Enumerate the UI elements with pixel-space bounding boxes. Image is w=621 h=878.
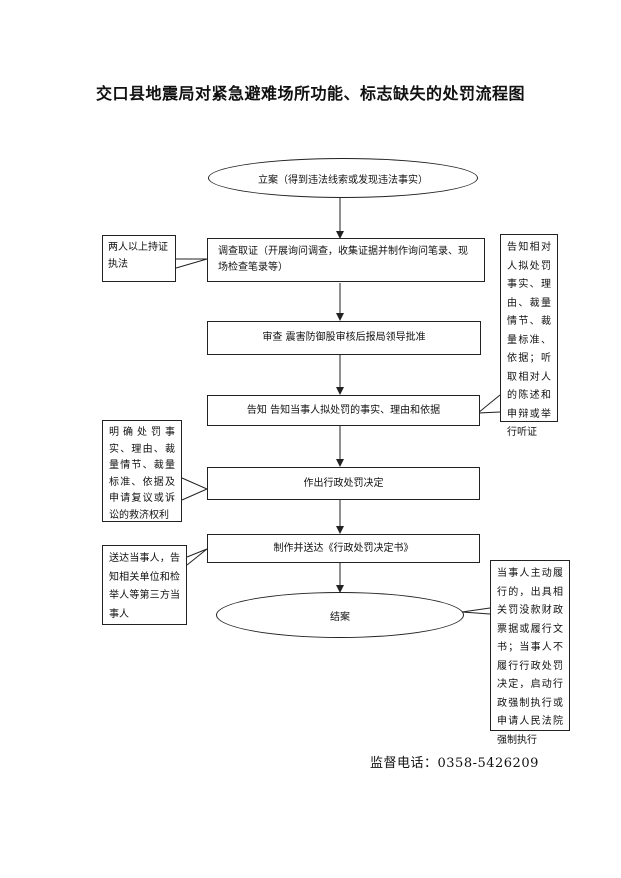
supervision-phone: 监督电话：0358-5426209 [370,756,539,771]
decision-box: 作出行政处罚决定 [207,467,480,500]
investigation-label: 调查取证（开展询问调查，收集证据并制作询问笔录、现场检查笔录等） [218,246,468,273]
close-ellipse: 结案 [216,592,464,638]
note-deliver-parties: 送达当事人，告知相关单位和检举人等第三方当事人 [102,545,187,625]
close-label: 结案 [330,611,350,623]
decision-label: 作出行政处罚决定 [303,477,384,489]
note-two-persons: 两人以上持证执法 [102,235,176,282]
note-decision-rights-text: 明确处罚事实、理由、裁量情节、裁量标准、依据及申请复议或诉讼的救济权利 [109,427,175,521]
note-enforcement-text: 当事人主动履行的，出具相关罚没款财政票据或履行文书；当事人不履行行政处罚决定，启… [497,568,563,746]
pointer-decision-rights [181,477,209,501]
review-label: 审查 震害防御股审核后报局领导批准 [262,332,426,343]
notify-box: 告知 告知当事人拟处罚的事实、理由和依据 [207,395,480,426]
pointer-notify-rights [476,394,501,414]
deliver-box: 制作并送达《行政处罚决定书》 [207,534,480,563]
note-two-persons-text: 两人以上持证执法 [108,242,168,270]
deliver-label: 制作并送达《行政处罚决定书》 [273,542,414,554]
note-decision-rights: 明确处罚事实、理由、裁量情节、裁量标准、依据及申请复议或诉讼的救济权利 [102,420,182,522]
pointer-deliver-parties [186,548,208,566]
note-notify-rights: 告知相对人拟处罚事实、理由、裁量情节、裁量标准、依据；听取相对人的陈述和申辩或举… [500,234,558,438]
filing-label: 立案（得到违法线索或发现违法事实） [258,174,428,186]
note-deliver-parties-text: 送达当事人，告知相关单位和检举人等第三方当事人 [109,553,180,620]
investigation-box: 调查取证（开展询问调查，收集证据并制作询问笔录、现场检查笔录等） [207,238,485,282]
pointer-enforcement [461,607,491,615]
note-enforcement: 当事人主动履行的，出具相关罚没款财政票据或履行文书；当事人不履行行政处罚决定，启… [490,560,570,746]
page-title: 交口县地震局对紧急避难场所功能、标志缺失的处罚流程图 [95,84,525,103]
note-notify-rights-text: 告知相对人拟处罚事实、理由、裁量情节、裁量标准、依据；听取相对人的陈述和申辩或举… [507,242,551,438]
filing-ellipse: 立案（得到违法线索或发现违法事实） [208,158,478,198]
review-box: 审查 震害防御股审核后报局领导批准 [207,321,481,355]
notify-label: 告知 告知当事人拟处罚的事实、理由和依据 [246,404,441,416]
